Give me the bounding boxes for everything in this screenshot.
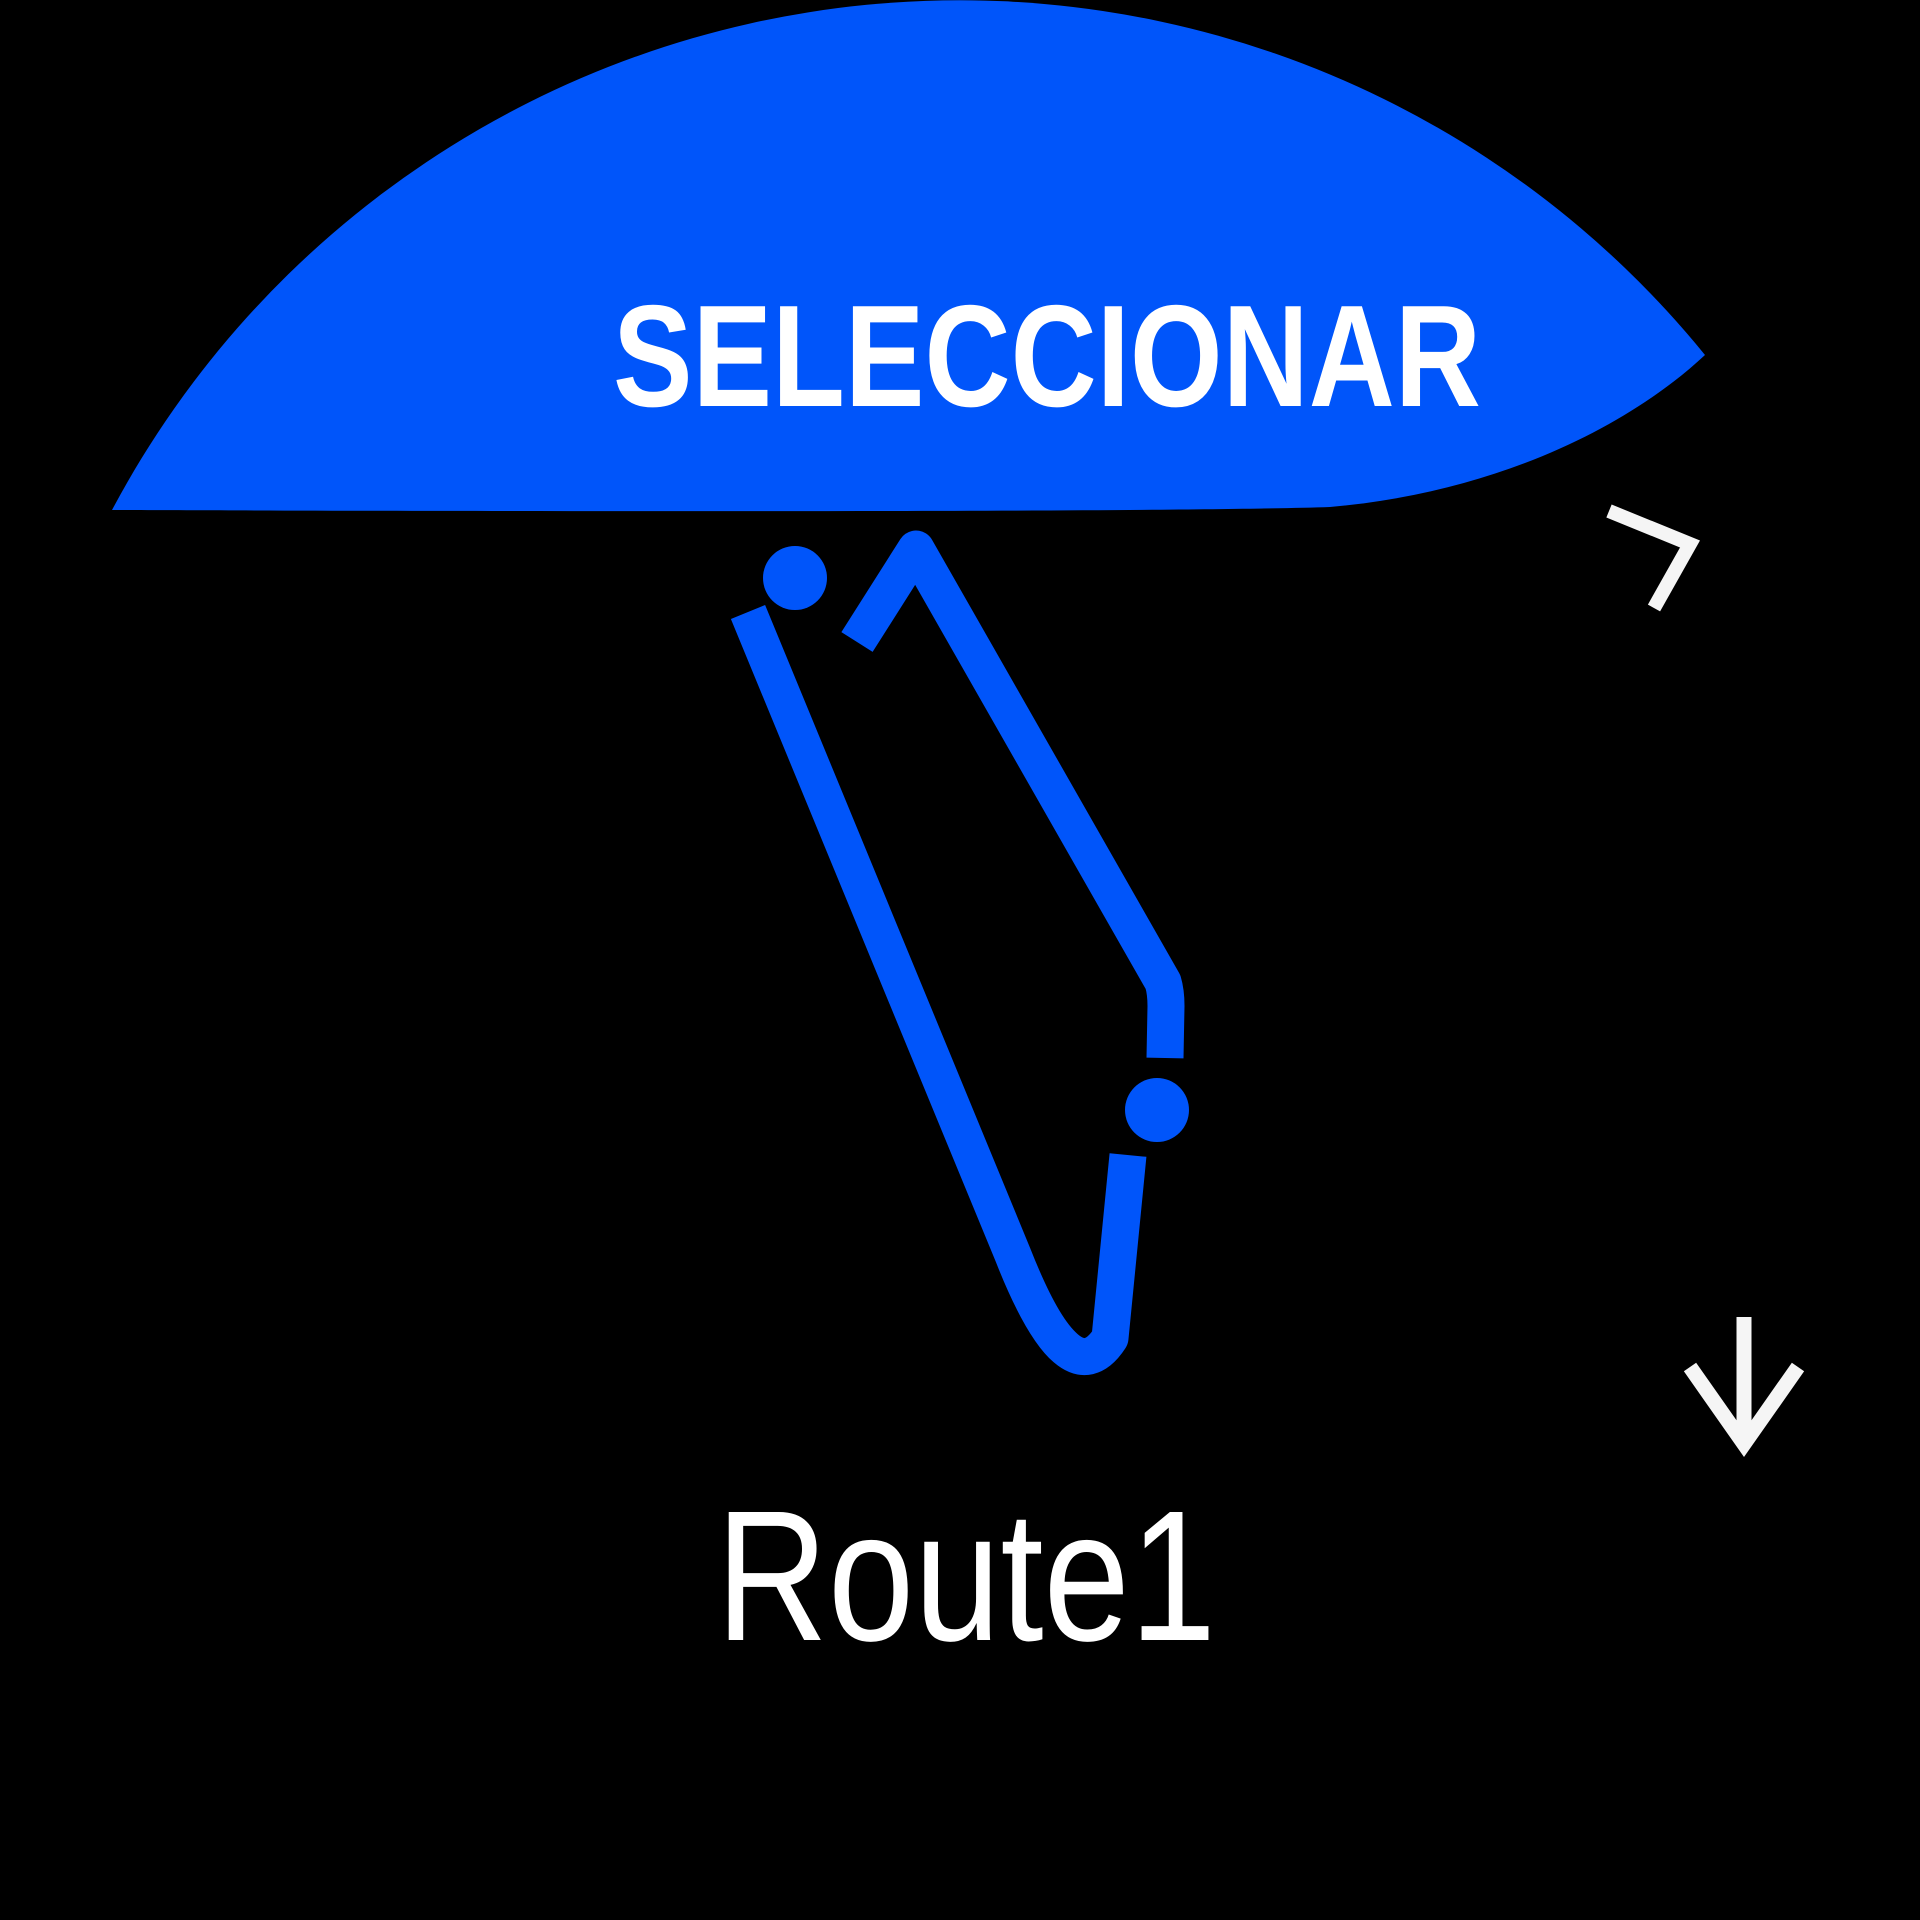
route-end-dot: [1125, 1078, 1189, 1142]
route-name: Route1: [716, 1473, 1216, 1680]
chevron-right-icon[interactable]: [1606, 504, 1700, 612]
select-button-dome[interactable]: [112, 0, 1705, 512]
arrow-down-icon[interactable]: [1683, 1317, 1805, 1458]
arrow-down-head: [1683, 1362, 1805, 1458]
route-path-upper: [841, 530, 1185, 1059]
route-path-lower: [730, 604, 1147, 1375]
select-label: SELECCIONAR: [613, 275, 1481, 437]
route-preview-icon: [730, 530, 1189, 1375]
route-start-dot: [763, 546, 827, 610]
